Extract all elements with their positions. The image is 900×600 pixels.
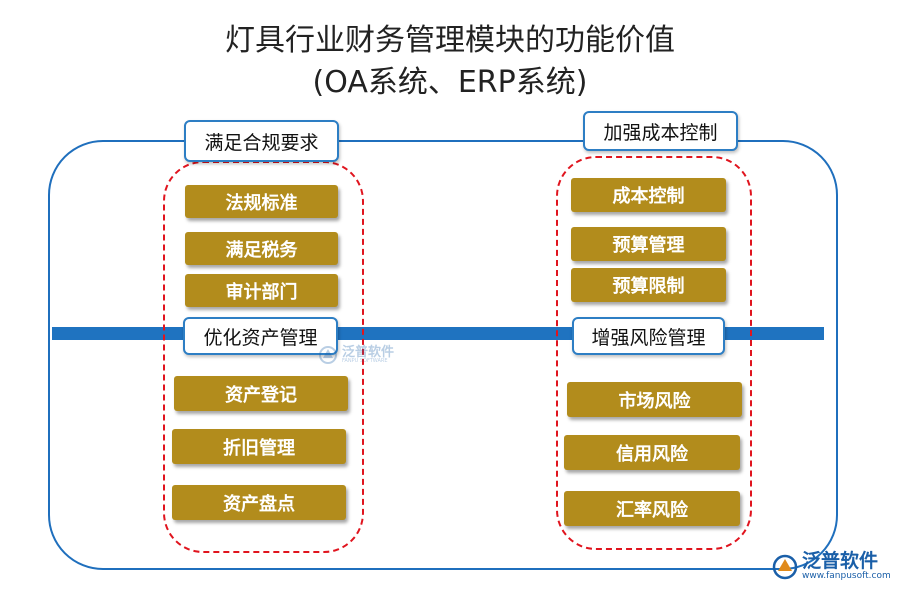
center-watermark-brand: 泛普软件 [342,345,395,360]
item-risk-3: 汇率风险 [564,491,740,526]
label-risk: 增强风险管理 [572,317,725,355]
item-risk-1: 市场风险 [567,382,742,417]
fanpu-logo-icon [772,554,798,579]
item-compliance-2: 满足税务 [185,232,338,265]
label-cost: 加强成本控制 [583,111,738,151]
label-compliance: 满足合规要求 [184,120,339,162]
corner-watermark-brand: 泛普软件 [802,550,879,572]
item-assets-3: 资产盘点 [172,485,346,520]
diagram-title: 灯具行业财务管理模块的功能价值 [225,23,675,58]
diagram-subtitle: (OA系统、ERP系统) [312,65,588,100]
left-dashed-group-outline [163,161,364,553]
right-dashed-group-outline [556,156,752,550]
item-assets-1: 资产登记 [174,376,348,411]
corner-watermark: 泛普软件 www.fanpusoft.com [772,550,891,581]
corner-watermark-url: www.fanpusoft.com [802,570,891,581]
fanpu-logo-icon [319,346,337,364]
item-risk-2: 信用风险 [564,435,740,470]
center-watermark-sub: FANPU SOFTWARE [342,358,388,364]
outer-rounded-frame [48,140,838,570]
item-cost-2: 预算管理 [571,227,726,261]
item-cost-1: 成本控制 [571,178,726,212]
label-assets: 优化资产管理 [183,317,338,355]
item-cost-3: 预算限制 [571,268,726,302]
center-watermark: 泛普软件 FANPU SOFTWARE [318,345,394,365]
item-assets-2: 折旧管理 [172,429,346,464]
item-compliance-3: 审计部门 [185,274,338,307]
item-compliance-1: 法规标准 [185,185,338,218]
